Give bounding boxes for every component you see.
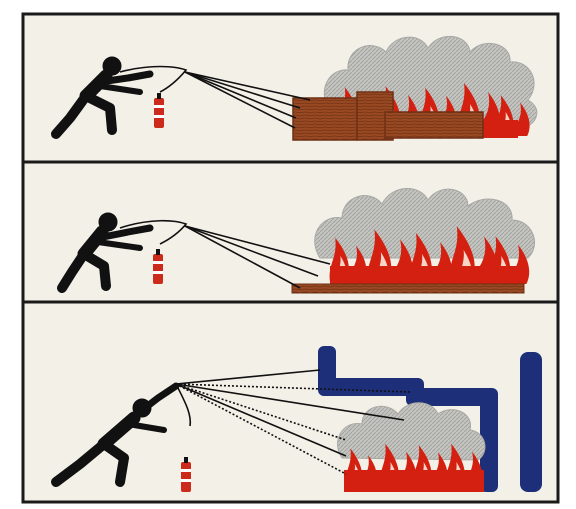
panel-top [23, 14, 558, 162]
extinguisher-icon [153, 249, 163, 284]
extinguisher-icon [181, 457, 191, 492]
panel-middle [23, 162, 558, 302]
panel-bottom [23, 302, 558, 502]
extinguisher-icon [154, 93, 164, 128]
wood-plank-icon [292, 284, 524, 293]
